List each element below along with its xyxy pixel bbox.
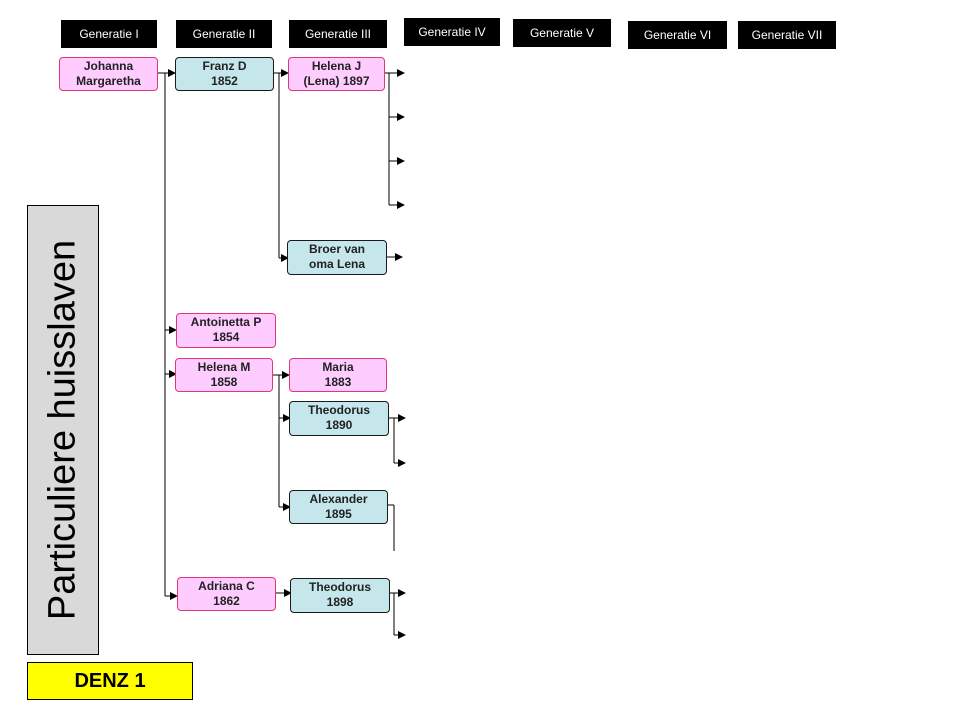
generation-header-6: Generatie VI [628,21,727,49]
person-johanna-margaretha: Johanna Margaretha [59,57,158,91]
generation-header-7: Generatie VII [738,21,836,49]
footer-label: DENZ 1 [27,662,193,700]
generation-header-4: Generatie IV [404,18,500,46]
person-theodorus-1890: Theodorus 1890 [289,401,389,436]
person-adriana-c: Adriana C 1862 [177,577,276,611]
person-helena-j: Helena J (Lena) 1897 [288,57,385,91]
person-broer-van-oma-lena: Broer van oma Lena [287,240,387,275]
side-banner: Particuliere huisslaven [27,205,99,655]
generation-header-1: Generatie I [61,20,157,48]
person-franz-d: Franz D 1852 [175,57,274,91]
person-alexander: Alexander 1895 [289,490,388,524]
generation-header-5: Generatie V [513,19,611,47]
person-helena-m: Helena M 1858 [175,358,273,392]
generation-header-2: Generatie II [176,20,272,48]
person-antoinetta-p: Antoinetta P 1854 [176,313,276,348]
person-theodorus-1898: Theodorus 1898 [290,578,390,613]
side-title: Particuliere huisslaven [41,239,84,621]
person-maria: Maria 1883 [289,358,387,392]
generation-header-3: Generatie III [289,20,387,48]
